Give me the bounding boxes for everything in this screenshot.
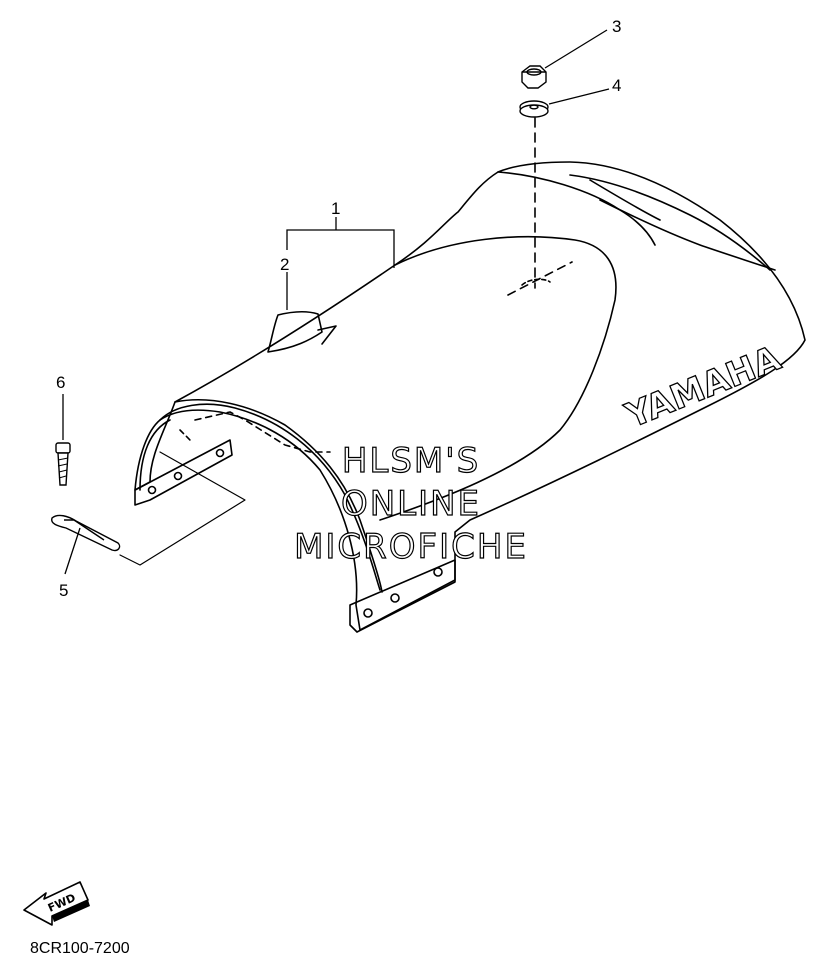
washer-part bbox=[520, 101, 548, 117]
callout-2: 2 bbox=[280, 255, 289, 274]
fwd-arrow-icon: FWD bbox=[24, 882, 90, 925]
leader-3 bbox=[545, 30, 607, 68]
screw-part bbox=[56, 443, 70, 485]
seat-front-arch bbox=[160, 404, 380, 590]
seat-front-rim bbox=[175, 400, 382, 592]
hidden-edge bbox=[195, 412, 330, 452]
watermark-line-3: MICROFICHE bbox=[294, 527, 528, 567]
seat-assembly bbox=[120, 118, 805, 632]
seat-tab bbox=[268, 312, 322, 352]
watermark: HLSM'S ONLINE MICROFICHE bbox=[293, 440, 528, 567]
callout-1: 1 bbox=[331, 199, 340, 218]
leader-5 bbox=[65, 528, 80, 574]
callout-5: 5 bbox=[59, 581, 68, 600]
mount-hidden bbox=[508, 262, 572, 295]
watermark-line-2: ONLINE bbox=[341, 484, 481, 524]
yamaha-logo: YAMAHA bbox=[619, 338, 786, 437]
seat-rear-panel bbox=[590, 180, 660, 220]
seat-top-contour bbox=[380, 237, 616, 520]
leader-1-bracket bbox=[286, 229, 395, 268]
seat-outline bbox=[135, 162, 805, 630]
seat-rear-ridge bbox=[498, 172, 655, 245]
seat-tab-slot bbox=[318, 326, 336, 344]
front-bracket-right bbox=[350, 560, 455, 632]
part-code: 8CR100-7200 bbox=[30, 940, 130, 957]
callout-6: 6 bbox=[56, 373, 65, 392]
watermark-line-1: HLSM'S bbox=[342, 441, 480, 481]
seat-rear-trim bbox=[600, 200, 775, 270]
callout-4: 4 bbox=[612, 76, 621, 95]
callout-leaders bbox=[63, 30, 609, 574]
leader-4 bbox=[549, 89, 609, 104]
nut-part bbox=[522, 66, 546, 88]
clip-part bbox=[52, 515, 120, 550]
front-bracket-left bbox=[135, 440, 232, 505]
seat-front-inner bbox=[140, 420, 170, 490]
callout-3: 3 bbox=[612, 17, 621, 36]
seat-rear-step bbox=[570, 175, 770, 270]
